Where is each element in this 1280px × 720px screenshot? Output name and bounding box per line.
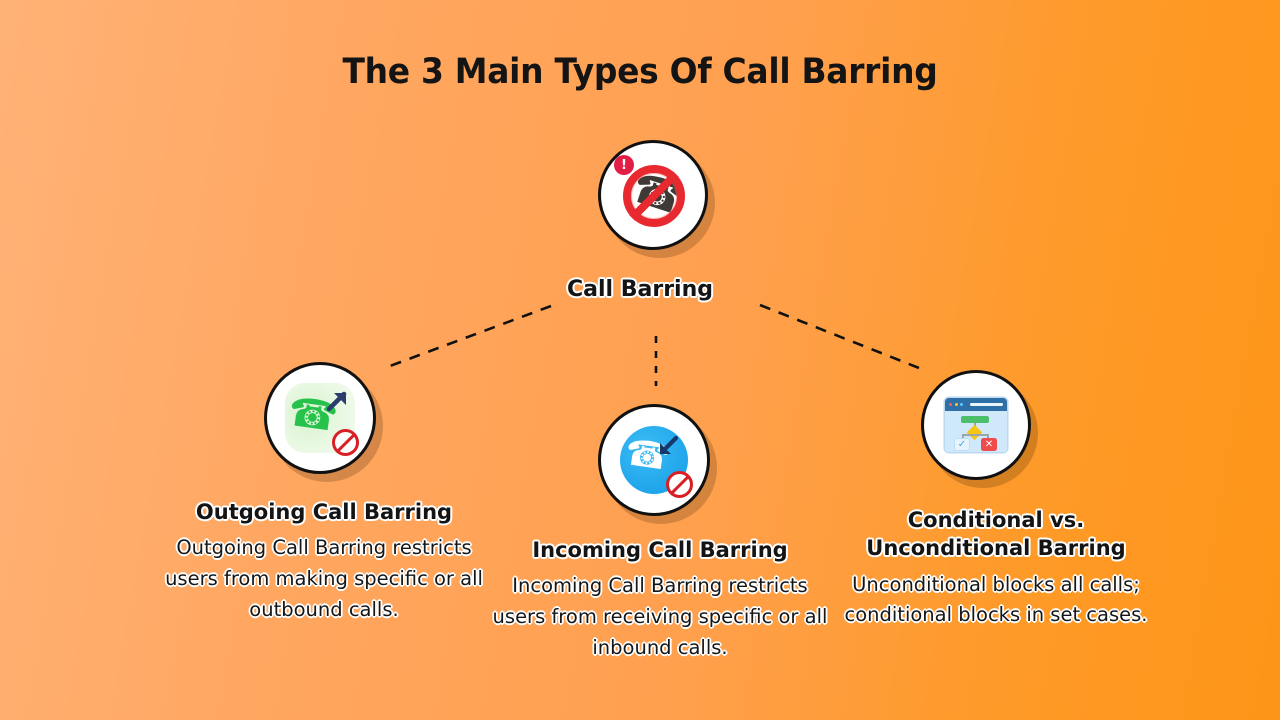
conditional-icon-circle[interactable]: ✓ ✕ bbox=[921, 370, 1031, 480]
outgoing-call-blocked-icon: ☎ bbox=[283, 381, 359, 456]
outgoing-icon-circle[interactable]: ☎ bbox=[264, 362, 376, 474]
root-node-icon-circle[interactable]: ☎ ! bbox=[598, 140, 708, 250]
phone-prohibited-icon: ☎ ! bbox=[614, 155, 691, 232]
flowchart-block-node: ✕ bbox=[981, 438, 997, 451]
incoming-icon-circle[interactable]: ☎ bbox=[598, 404, 710, 516]
incoming-call-blocked-icon: ☎ bbox=[617, 423, 693, 498]
incoming-heading: Incoming Call Barring bbox=[532, 538, 788, 562]
connector-right bbox=[759, 303, 920, 370]
alert-badge-icon: ! bbox=[614, 155, 634, 175]
flowchart-link-2 bbox=[962, 434, 988, 436]
window-dot-red-icon bbox=[949, 403, 952, 406]
prohibition-sign-icon bbox=[623, 165, 685, 227]
flowchart-link-3 bbox=[962, 434, 964, 439]
conditional-description: Unconditional blocks all calls; conditio… bbox=[844, 572, 1148, 627]
address-bar bbox=[969, 402, 1003, 407]
window-dot-blue-icon bbox=[960, 403, 963, 406]
arrow-up-right-icon bbox=[326, 391, 347, 412]
flowchart-browser-icon: ✓ ✕ bbox=[939, 388, 1013, 462]
prohibition-badge-icon bbox=[332, 429, 359, 456]
outgoing-heading: Outgoing Call Barring bbox=[195, 500, 453, 524]
flowchart-canvas: ✓ ✕ bbox=[945, 411, 1007, 452]
prohibition-badge-icon bbox=[666, 471, 693, 498]
browser-titlebar bbox=[945, 398, 1007, 411]
root-node-label: Call Barring bbox=[567, 277, 713, 302]
branch-conditional: Conditional vs. Unconditional Barring Un… bbox=[838, 506, 1154, 631]
conditional-heading-line2: Unconditional Barring bbox=[866, 536, 1126, 561]
branch-outgoing: Outgoing Call Barring Outgoing Call Barr… bbox=[150, 498, 498, 626]
flowchart-allow-node: ✓ bbox=[954, 438, 970, 451]
flowchart-link-4 bbox=[987, 434, 989, 439]
page-title: The 3 Main Types Of Call Barring bbox=[342, 52, 938, 92]
branch-incoming: Incoming Call Barring Incoming Call Barr… bbox=[486, 536, 834, 664]
browser-window-shape: ✓ ✕ bbox=[945, 398, 1007, 452]
conditional-heading: Conditional vs. Unconditional Barring bbox=[838, 506, 1154, 563]
incoming-description: Incoming Call Barring restricts users fr… bbox=[492, 574, 828, 659]
conditional-heading-line1: Conditional vs. bbox=[907, 508, 1085, 532]
arrow-down-left-icon bbox=[660, 435, 679, 454]
outgoing-description: Outgoing Call Barring restricts users fr… bbox=[165, 536, 483, 621]
window-dot-yellow-icon bbox=[954, 403, 958, 406]
connector-left bbox=[389, 304, 552, 368]
flowchart-start-node bbox=[961, 416, 989, 423]
